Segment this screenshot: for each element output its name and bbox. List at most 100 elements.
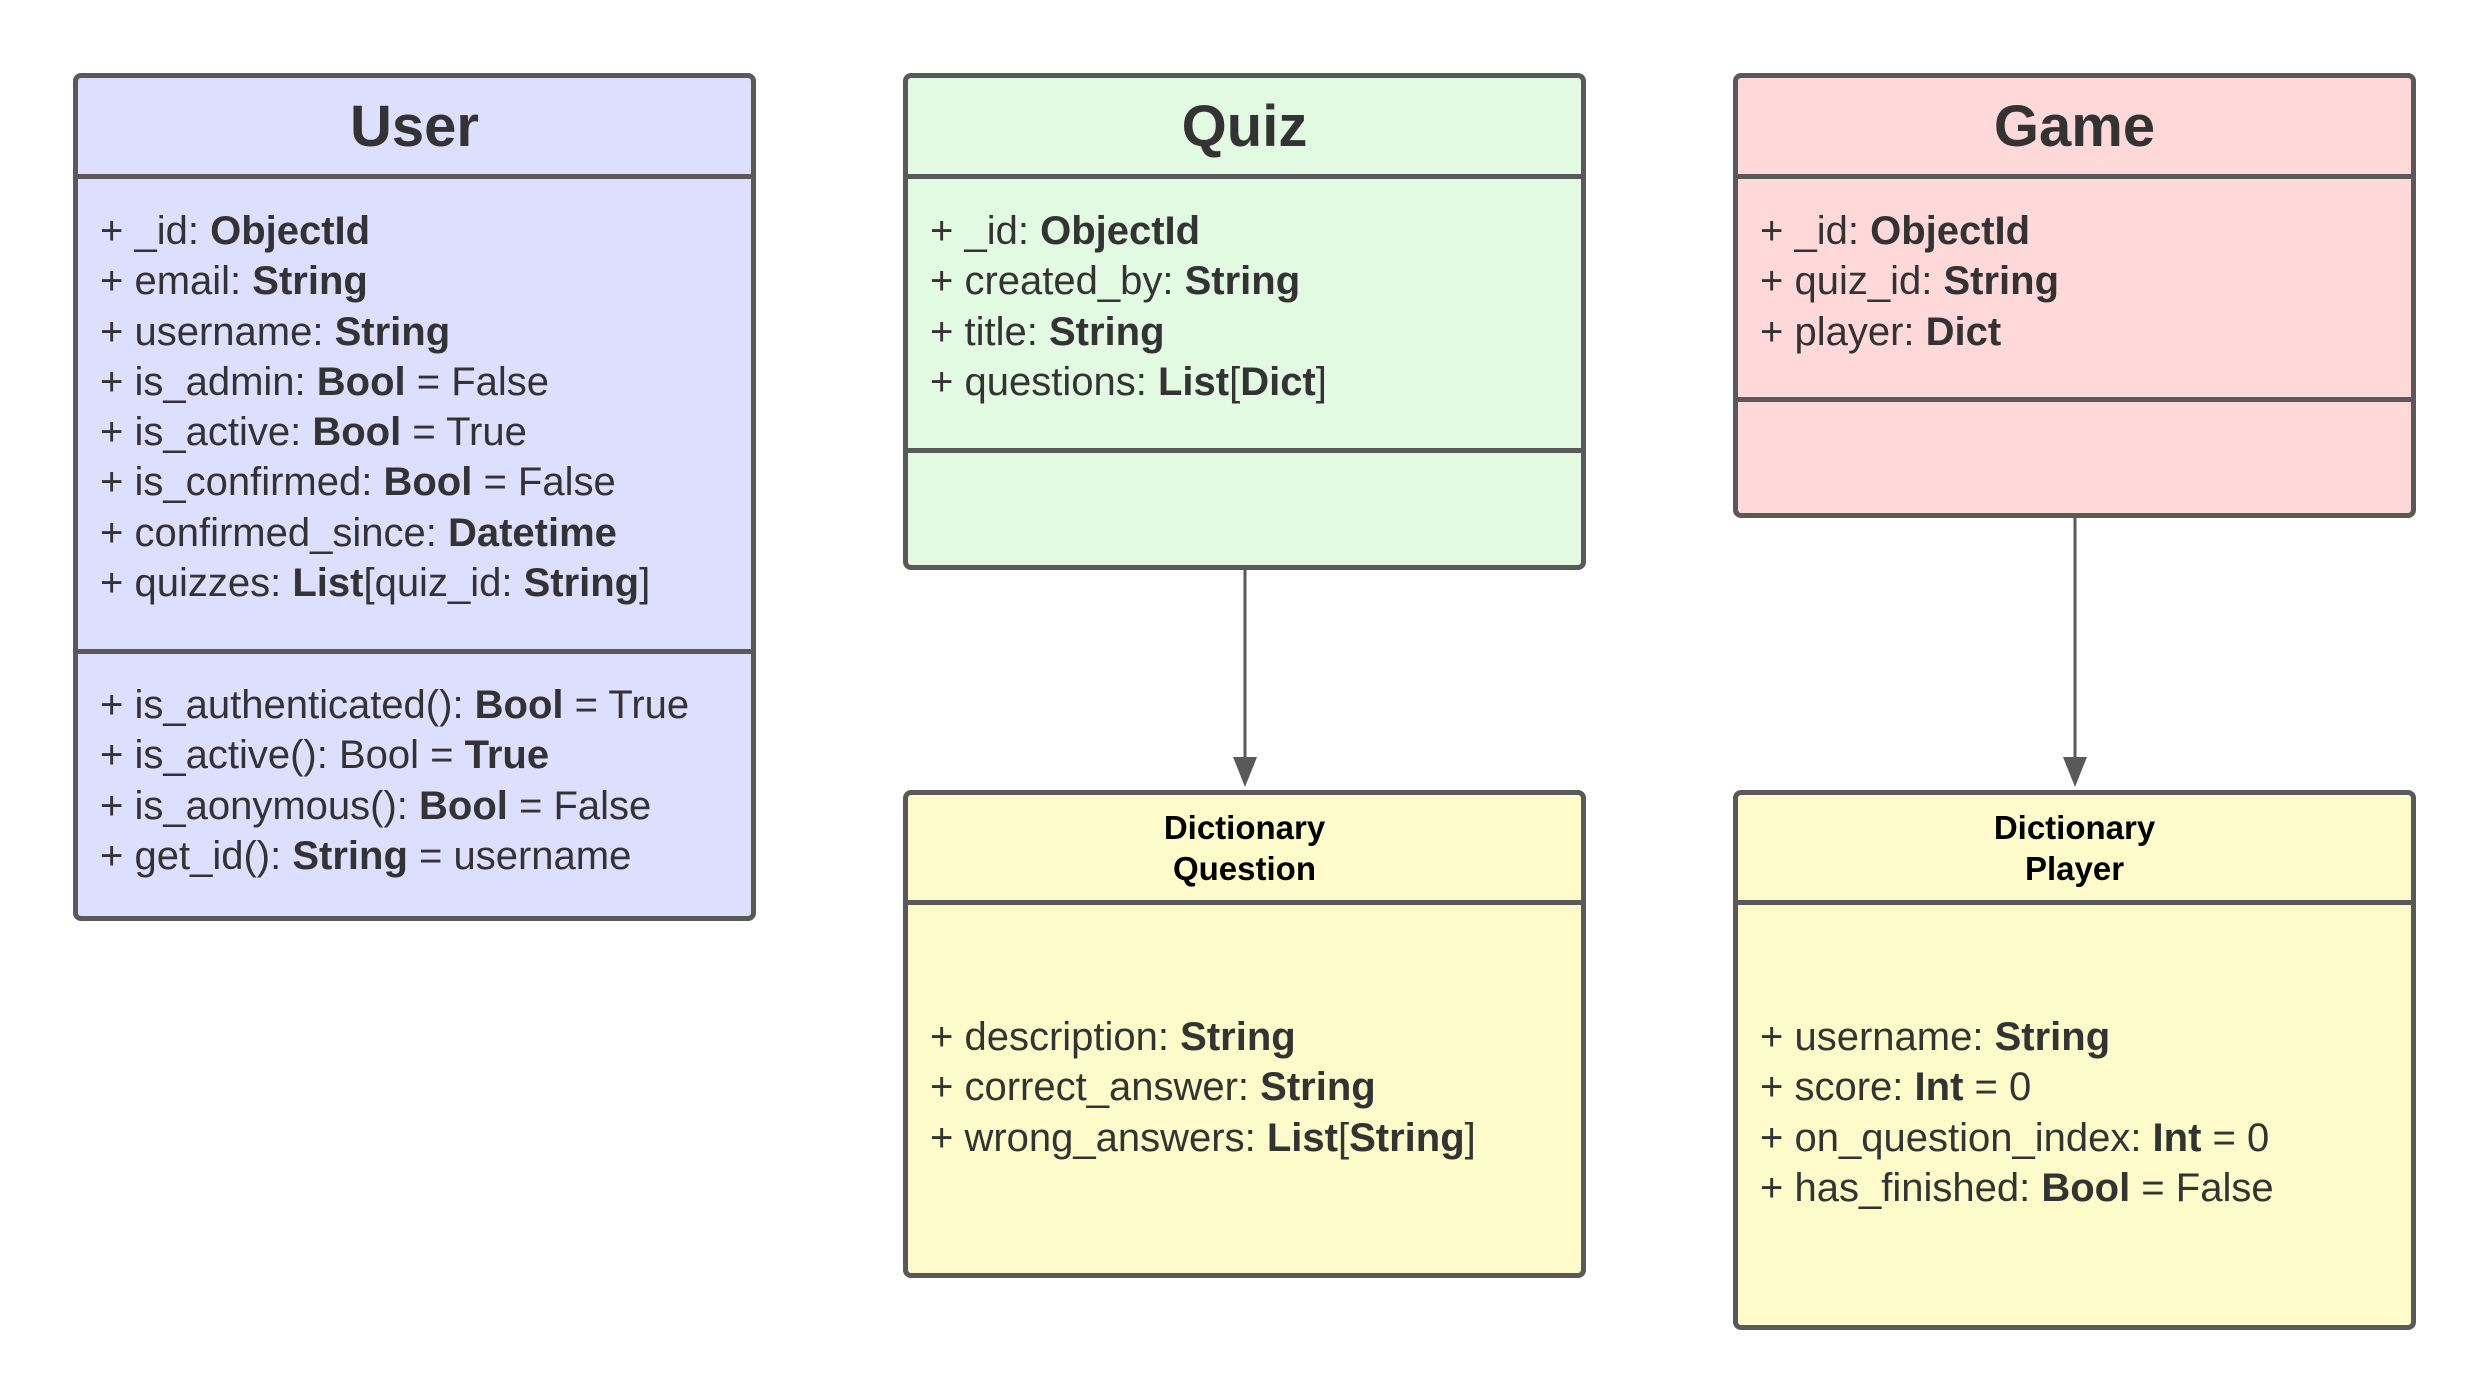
member-line: + description: String [930,1012,1581,1062]
player-dict-title: Player [2024,849,2125,887]
member-text: + is_authenticated(): [100,683,475,727]
member-type: List [292,561,364,606]
member-type: Bool [419,783,508,828]
member-text: ] [1464,1115,1476,1160]
member-line: + correct_answer: String [930,1062,1581,1112]
member-type: String [523,561,640,606]
member-type: String [1180,1015,1296,1059]
member-text: + questions: [930,359,1158,404]
quiz-divider [908,448,1581,453]
member-line: + score: Int = 0 [1760,1062,2411,1112]
member-text: + has_finished: [1760,1165,2042,1210]
member-type: String [1184,259,1301,304]
member-line: + is_admin: Bool = False [100,357,751,407]
quiz-class-header: Quiz [908,78,1581,179]
game-class-box: Game + _id: ObjectId+ quiz_id: String+ p… [1733,73,2416,518]
member-text: [ [1337,1115,1350,1160]
user-methods: + is_authenticated(): Bool = True+ is_ac… [78,680,751,881]
game-class-title: Game [1993,93,2156,159]
member-line: + is_active: Bool = True [100,407,751,457]
member-text: + correct_answer: [930,1065,1261,1110]
member-text: ] [1315,359,1327,404]
member-type: True [464,733,550,778]
member-type: Dict [1925,309,2002,354]
member-line: + quiz_id: String [1760,256,2411,306]
member-line: + username: String [1760,1012,2411,1062]
user-class-box: User + _id: ObjectId+ email: String+ use… [73,73,756,921]
member-text: + _id: [100,209,211,253]
member-text: + quizzes: [100,561,293,606]
member-line: + wrong_answers: List[String] [930,1113,1581,1163]
member-text: + confirmed_since: [100,510,448,555]
member-type: ObjectId [1870,209,2031,253]
user-attributes: + _id: ObjectId+ email: String+ username… [78,206,751,608]
member-type: Bool [2041,1165,2131,1210]
quiz-class-title: Quiz [1181,93,1308,159]
question-dict-title: Question [1172,849,1316,887]
member-type: Bool [383,460,473,505]
member-text: = False [507,783,652,828]
user-class-title: User [350,93,479,159]
game-class-header: Game [1738,78,2411,179]
member-line: + is_authenticated(): Bool = True [100,680,751,730]
member-type: List [1157,359,1230,404]
member-type: Bool [312,410,402,455]
question-dict-kind: Dictionary [1163,808,1326,846]
member-text: + is_admin: [100,359,317,404]
member-type: String [1048,309,1165,354]
member-line: + is_active(): Bool = True [100,730,751,780]
member-type: ObjectId [210,209,371,253]
game-divider [1738,397,2411,402]
member-line: + confirmed_since: Datetime [100,508,751,558]
member-text: + username: [1760,1015,1995,1059]
member-text: + created_by: [930,259,1185,304]
member-text: + score: [1760,1065,1915,1110]
member-line: + player: Dict [1760,307,2411,357]
member-text: = False [405,359,550,404]
member-text: = False [2130,1165,2274,1210]
member-line: + is_confirmed: Bool = False [100,457,751,507]
question-dict-header: Dictionary Question [908,795,1581,905]
member-line: + username: String [100,307,751,357]
member-text: = username [407,833,632,878]
member-line: + _id: ObjectId [100,206,751,256]
quiz-attributes: + _id: ObjectId+ created_by: String+ tit… [908,206,1581,407]
player-dict-header: Dictionary Player [1738,795,2411,905]
member-line: + on_question_index: Int = 0 [1760,1113,2411,1163]
member-text: [ [1229,359,1241,404]
user-divider [78,649,751,654]
member-text: + is_confirmed: [100,460,384,505]
member-text: + is_active(): Bool = [100,733,465,778]
member-line: + title: String [930,307,1581,357]
member-text: + get_id(): [100,833,293,878]
member-text: [quiz_id: [363,561,524,606]
question-dict-box: Dictionary Question + description: Strin… [903,790,1586,1278]
game-attributes: + _id: ObjectId+ quiz_id: String+ player… [1738,206,2411,357]
member-text: + _id: [1760,209,1871,253]
user-class-header: User [78,78,751,179]
member-text: + player: [1760,309,1926,354]
member-type: Int [1914,1065,1964,1110]
member-text: + is_aonymous(): [100,783,420,828]
player-fields: + username: String+ score: Int = 0+ on_q… [1738,1012,2411,1213]
member-type: String [1260,1065,1376,1110]
player-dict-box: Dictionary Player + username: String+ sc… [1733,790,2416,1330]
member-type: Bool [316,359,406,404]
member-type: List [1266,1115,1338,1160]
member-type: Bool [474,683,564,727]
member-text: = True [563,683,690,727]
member-text: + on_question_index: [1760,1115,2153,1160]
player-dict-kind: Dictionary [1993,808,2156,846]
member-type: String [1943,259,2060,304]
member-type: String [334,309,451,354]
member-type: String [1994,1015,2111,1059]
member-line: + is_aonymous(): Bool = False [100,781,751,831]
arrow-game-to-player [2063,518,2087,787]
member-text: = False [472,460,616,505]
arrow-quiz-to-question [1233,570,1257,787]
member-type: String [292,833,408,878]
member-text: = True [401,410,527,455]
member-line: + _id: ObjectId [930,206,1581,256]
member-line: + _id: ObjectId [1760,206,2411,256]
member-text: + wrong_answers: [930,1115,1267,1160]
